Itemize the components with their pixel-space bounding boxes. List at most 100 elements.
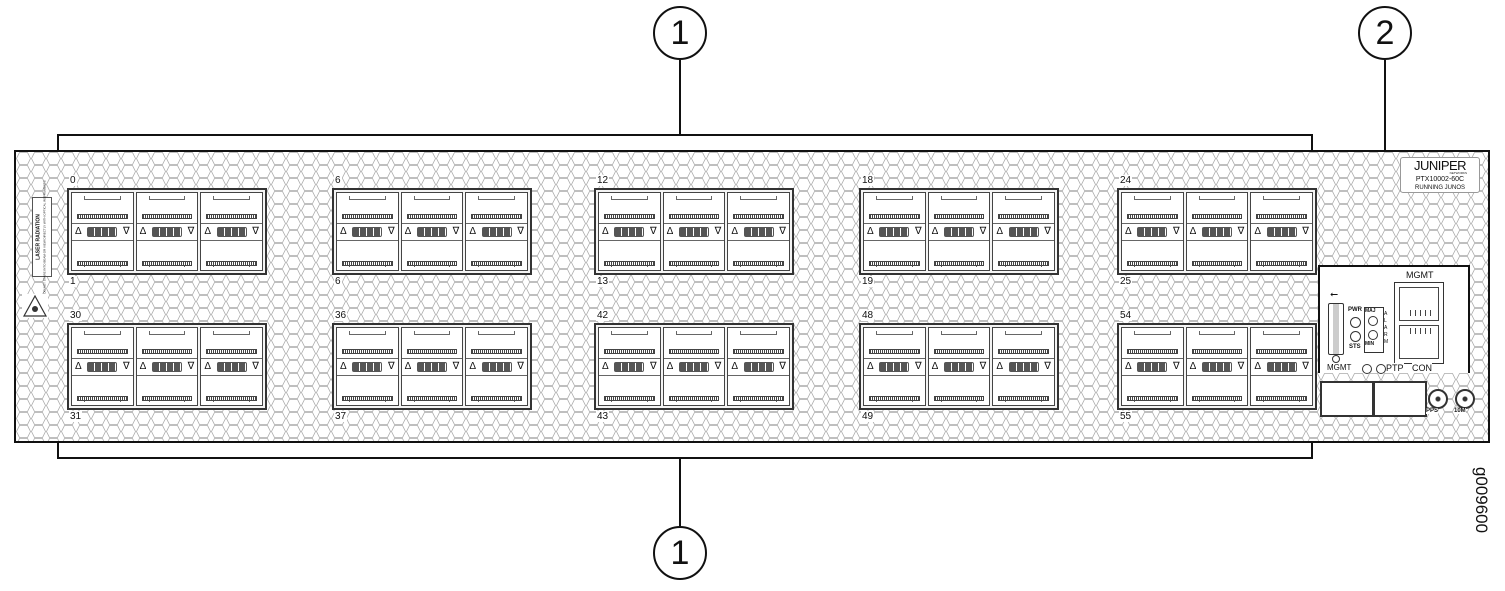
qsfp-port[interactable]	[864, 328, 925, 359]
qsfp-port[interactable]	[201, 193, 262, 224]
qsfp-port[interactable]	[466, 239, 527, 271]
port-led-strip: Δ∇	[728, 359, 789, 375]
qsfp-port[interactable]	[1186, 328, 1248, 359]
qsfp-port[interactable]	[599, 193, 660, 224]
qsfp-port[interactable]	[1122, 193, 1183, 224]
qsfp-port[interactable]	[993, 328, 1054, 359]
qsfp-port[interactable]	[663, 374, 725, 406]
port-led-strip: Δ∇	[72, 359, 133, 375]
qsfp-port[interactable]	[928, 374, 990, 406]
qsfp-port[interactable]	[1122, 239, 1183, 271]
qsfp-port[interactable]	[401, 328, 463, 359]
qsfp-port[interactable]	[201, 374, 262, 406]
qsfp-port[interactable]	[337, 239, 398, 271]
qsfp-port[interactable]	[599, 328, 660, 359]
qsfp-port[interactable]	[864, 239, 925, 271]
qsfp-port[interactable]	[864, 374, 925, 406]
qsfp-port[interactable]	[1251, 193, 1312, 224]
laser-hazard-icon	[22, 294, 48, 318]
juniper-logo-sub: NETWORKS	[1449, 171, 1467, 175]
qsfp-port[interactable]	[466, 193, 527, 224]
qsfp-port[interactable]	[728, 239, 789, 271]
qsfp-port[interactable]	[466, 328, 527, 359]
qsfp-port-group: Δ∇Δ∇Δ∇	[332, 323, 532, 410]
qsfp-port[interactable]	[993, 193, 1054, 224]
qsfp-port[interactable]	[1251, 239, 1312, 271]
ptp-mgmt-led	[1362, 364, 1372, 374]
qsfp-port[interactable]	[1122, 328, 1183, 359]
qsfp-port-pair: Δ∇	[336, 327, 399, 406]
qsfp-port[interactable]	[1186, 374, 1248, 406]
port-leds	[1201, 361, 1232, 372]
qsfp-port[interactable]	[1122, 374, 1183, 406]
qsfp-port[interactable]	[993, 374, 1054, 406]
10m-connector[interactable]	[1455, 389, 1475, 409]
port-leds	[416, 226, 447, 237]
qsfp-port[interactable]	[337, 374, 398, 406]
port-led-strip: Δ∇	[137, 359, 198, 375]
qsfp-port[interactable]	[136, 328, 198, 359]
qsfp-port[interactable]	[136, 239, 198, 271]
port-number-label: 49	[861, 411, 875, 422]
alarm-label: ALARM	[1384, 311, 1389, 345]
port-number-label: 0	[69, 175, 77, 186]
laser-warning-label: LASER RADIATION DO NOT STARE INTO BEAM O…	[32, 180, 52, 294]
port-leds	[481, 361, 512, 372]
port-led-strip: Δ∇	[1187, 224, 1248, 240]
qsfp-port[interactable]	[864, 193, 925, 224]
qsfp-port[interactable]	[1186, 239, 1248, 271]
qsfp-port-pair: Δ∇	[662, 192, 726, 271]
port-number-label: 6	[334, 276, 342, 287]
qsfp-port[interactable]	[928, 328, 990, 359]
qsfp-port[interactable]	[928, 239, 990, 271]
qsfp-port[interactable]	[401, 239, 463, 271]
qsfp-port[interactable]	[337, 328, 398, 359]
port-led-strip: Δ∇	[864, 359, 925, 375]
port-leds	[416, 361, 447, 372]
qsfp-port[interactable]	[136, 193, 198, 224]
port-leds	[352, 226, 383, 237]
qsfp-port[interactable]	[72, 239, 133, 271]
up-arrow-icon: Δ	[602, 226, 609, 237]
qsfp-port[interactable]	[1251, 328, 1312, 359]
qsfp-port[interactable]	[928, 193, 990, 224]
qsfp-port[interactable]	[401, 193, 463, 224]
down-arrow-icon: ∇	[714, 361, 722, 372]
up-arrow-icon: Δ	[469, 361, 477, 372]
qsfp-port[interactable]	[663, 193, 725, 224]
mgmt-led-label: MGMT	[1327, 363, 1352, 372]
callout-2: 2	[1358, 6, 1412, 60]
qsfp-port[interactable]	[1251, 374, 1312, 406]
qsfp-port[interactable]	[466, 374, 527, 406]
qsfp-port[interactable]	[599, 374, 660, 406]
qsfp-port[interactable]	[72, 328, 133, 359]
up-arrow-icon: Δ	[867, 361, 874, 372]
qsfp-port[interactable]	[1186, 193, 1248, 224]
qsfp-port[interactable]	[993, 239, 1054, 271]
qsfp-port[interactable]	[401, 374, 463, 406]
pps-connector[interactable]	[1428, 389, 1448, 409]
qsfp-port[interactable]	[201, 239, 262, 271]
usb-icon: ⭠	[1330, 289, 1338, 300]
port-leds	[1137, 361, 1168, 372]
mgmt-rj45-ports[interactable]	[1394, 282, 1444, 364]
qsfp-port[interactable]	[72, 374, 133, 406]
qsfp-port[interactable]	[663, 239, 725, 271]
ptp-sfp-port-2[interactable]	[1373, 381, 1427, 417]
port-number-label: 19	[861, 276, 875, 287]
qsfp-port[interactable]	[599, 239, 660, 271]
ptp-sfp-port-1[interactable]	[1320, 381, 1374, 417]
qsfp-port[interactable]	[72, 193, 133, 224]
down-arrow-icon: ∇	[252, 361, 259, 372]
qsfp-port[interactable]	[728, 193, 789, 224]
port-number-label: 43	[596, 411, 610, 422]
qsfp-port[interactable]	[663, 328, 725, 359]
qsfp-port[interactable]	[728, 328, 789, 359]
port-leds	[943, 226, 974, 237]
qsfp-port[interactable]	[136, 374, 198, 406]
qsfp-port[interactable]	[201, 328, 262, 359]
qsfp-port[interactable]	[728, 374, 789, 406]
port-led-strip: Δ∇	[1122, 359, 1183, 375]
usb-port[interactable]	[1328, 303, 1344, 355]
qsfp-port[interactable]	[337, 193, 398, 224]
